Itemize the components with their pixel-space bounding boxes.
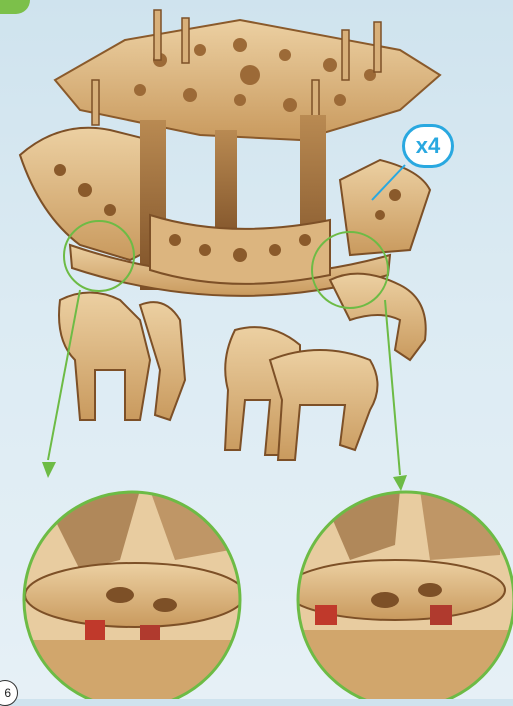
zoom-detail-right [285, 490, 513, 699]
top-canopy [55, 10, 440, 140]
zoom-detail-left [20, 490, 250, 699]
quantity-badge: x4 [402, 124, 454, 168]
